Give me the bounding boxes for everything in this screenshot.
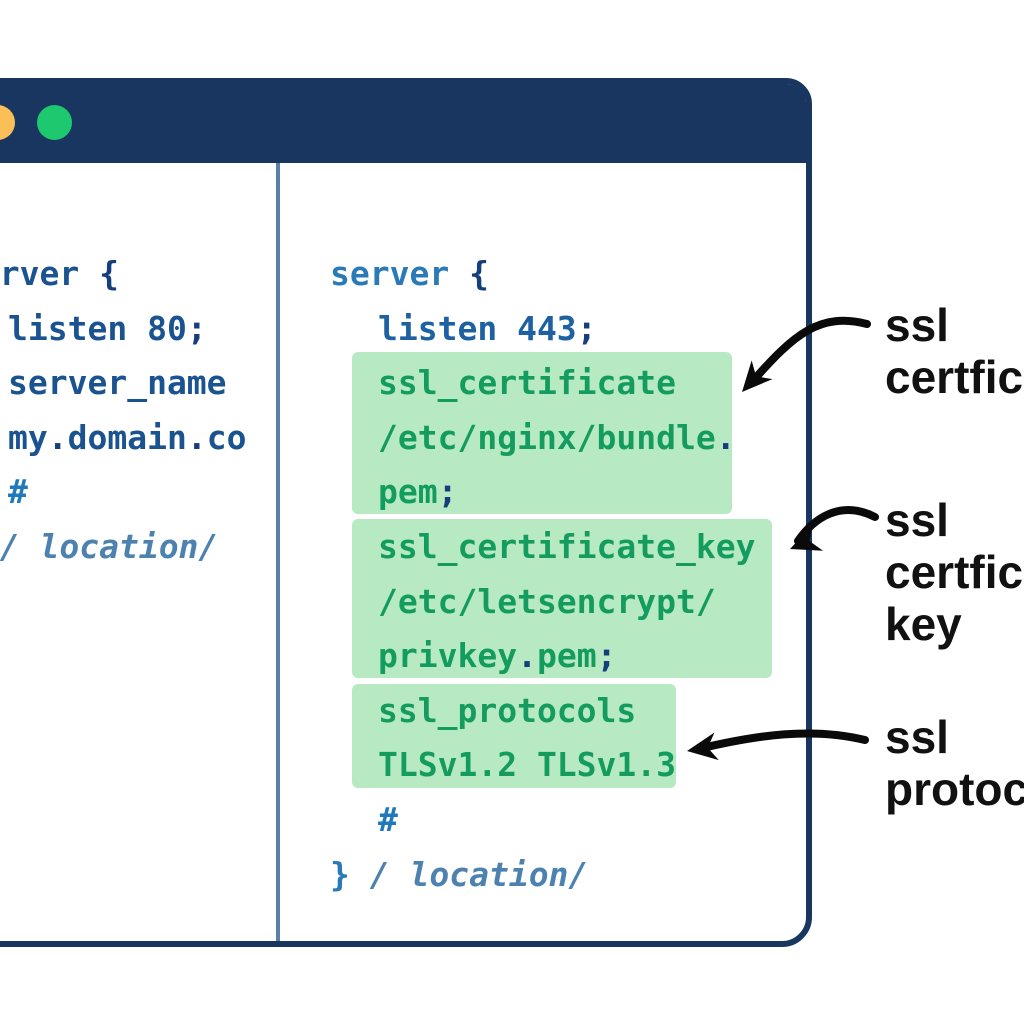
code-line: } / location/ [0,520,246,575]
code-line: privkey.pem; [330,629,756,684]
code-line: # [330,793,756,848]
annotation-line: key [885,598,962,650]
code-token: server [330,254,470,293]
code-line: server { [0,247,246,302]
annotation-line: ssl [885,711,949,763]
code-token: . [715,417,736,457]
code-line: ssl_certificate [330,356,756,411]
code-line: # [0,465,246,520]
highlight-ssl-certificate-key [352,519,772,678]
code-token: / location/ [0,526,219,566]
code-token: TLSv1.2 TLSv1.3 [378,745,677,785]
code-token: { [99,254,119,293]
code-token: ; [576,308,597,348]
annotation-ssl-protocols: ssl protocols [885,711,1024,815]
code-token: . [47,417,68,457]
annotation-line: ssl [885,299,949,351]
annotation-line: certficate [885,351,1024,403]
code-line: ssl_certificate_key [330,520,756,575]
code-token: /etc/nginx/bundle [378,417,716,457]
code-token: # [378,799,398,839]
code-token: my [8,417,48,457]
code-line: } / location/ [330,848,756,903]
code-token: server [0,254,80,293]
highlight-ssl-certificate [352,352,732,514]
code-line: server { [330,247,756,302]
code-token: privkey [378,636,518,676]
code-token: } [330,854,370,894]
code-token: listen 443 [378,308,577,348]
code-token: ssl_certificate_key [378,526,756,566]
annotation-line: ssl [885,494,949,546]
code-token: ssl_certificate [378,363,677,403]
code-token: . [186,417,207,457]
code-token: ; [186,308,207,348]
code-token: / location/ [369,854,589,894]
code-line: pem; [330,465,756,520]
code-token: ssl_protocols [378,690,637,730]
pane-divider [276,163,280,941]
code-token: co [206,417,247,457]
code-line: my.domain.co [0,411,246,466]
code-token: ; [437,472,458,512]
left-pane-code: server {listen 80;server_namemy.domain.c… [0,247,246,575]
code-token: # [8,472,28,512]
highlight-ssl-protocols [352,684,676,788]
code-token: pem [536,636,597,676]
code-token: pem [378,472,438,512]
code-token: listen 80 [8,308,187,348]
code-token: ; [596,636,617,676]
annotation-line: certficate [885,546,1024,598]
annotation-ssl-certificate: ssl certficate [885,299,1024,403]
code-line: listen 443; [330,302,756,357]
code-token: server_name [8,363,227,403]
code-token: { [469,254,489,293]
code-token: domain [67,417,187,457]
annotation-ssl-certificate-key: ssl certficate key [885,494,1024,650]
code-line: TLSv1.2 TLSv1.3 [330,738,756,793]
window-titlebar [0,84,806,163]
titlebar-dot-zoom[interactable] [37,105,72,140]
code-line: ssl_protocols [330,684,756,739]
code-line: listen 80; [0,302,246,357]
code-token: . [517,636,537,676]
right-pane-code: server {listen 443;ssl_certificate/etc/n… [330,247,756,902]
titlebar-dot-minimize[interactable] [0,105,15,140]
code-token: /etc/letsencrypt/ [378,581,716,621]
annotation-line: protocols [885,763,1024,815]
code-line: /etc/nginx/bundle. [330,411,756,466]
code-line: /etc/letsencrypt/ [330,575,756,630]
code-line: server_name [0,356,246,411]
